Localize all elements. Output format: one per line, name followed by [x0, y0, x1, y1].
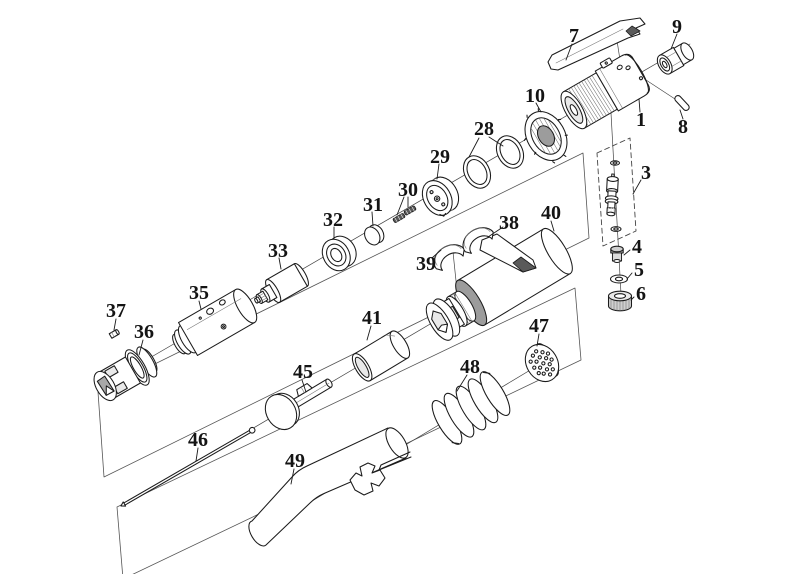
part-label-4: 4	[632, 236, 642, 258]
part-47-muffler-disc	[524, 343, 560, 383]
part-number-labels: 7 9 1 8 10 3 4 5 6 28 29 30 31 32 33 35 …	[106, 16, 688, 472]
part-label-9: 9	[672, 16, 682, 38]
leader-lines	[113, 33, 684, 485]
valve-stem	[604, 173, 619, 217]
part-label-31: 31	[363, 194, 383, 216]
part-label-29: 29	[430, 146, 450, 168]
part-31-washer	[364, 224, 385, 246]
part-1-main-housing	[560, 53, 650, 130]
part-label-30: 30	[398, 179, 418, 201]
part-9-inlet-bushing	[656, 42, 695, 75]
part-label-39: 39	[416, 253, 436, 275]
part-label-7: 7	[569, 25, 579, 47]
part-49-outer-sleeve	[248, 427, 412, 547]
part-29-end-plate	[421, 176, 460, 217]
part-label-49: 49	[285, 450, 305, 472]
valve-washer-top	[609, 160, 621, 166]
part-label-28: 28	[474, 118, 494, 140]
part-28-o-rings	[462, 135, 525, 189]
part-30-pins	[392, 205, 417, 223]
part-46-push-rod	[120, 426, 256, 507]
part-label-36: 36	[134, 321, 154, 343]
upper-group-plane	[97, 152, 590, 478]
part-label-3: 3	[641, 162, 651, 184]
part-8-pin	[674, 95, 690, 111]
part-label-33: 33	[268, 240, 288, 262]
part-label-8: 8	[678, 116, 688, 138]
part-label-46: 46	[188, 429, 208, 451]
part-label-1: 1	[636, 109, 646, 131]
part-4-valve-seat	[610, 245, 624, 264]
part-38-half-shell-tab	[462, 227, 537, 273]
part-hex-nut-assembly	[425, 290, 477, 341]
part-37-set-screw	[108, 329, 120, 339]
part-label-41: 41	[362, 307, 382, 329]
part-label-38: 38	[499, 212, 519, 234]
part-label-35: 35	[189, 282, 209, 304]
part-label-40: 40	[541, 202, 561, 224]
part-35-motor-body	[172, 288, 258, 356]
part-41-sleeve	[351, 330, 411, 382]
part-label-5: 5	[634, 259, 644, 281]
part-label-47: 47	[529, 315, 549, 337]
part-3-valve-kit	[604, 160, 622, 232]
part-label-6: 6	[636, 283, 646, 305]
part-6-cap-nut	[607, 290, 633, 312]
part-label-48: 48	[460, 356, 480, 378]
part-33-rotor	[254, 262, 309, 304]
assembly-group-planes	[97, 137, 637, 574]
lower-group-plane	[116, 287, 582, 574]
part-32-bearing	[321, 235, 357, 272]
valve-kit-dashed-box	[596, 137, 637, 247]
part-5-washer	[609, 274, 629, 284]
part-36-drive-socket	[93, 346, 158, 402]
part-label-45: 45	[293, 361, 313, 383]
part-48-spring	[431, 371, 511, 445]
part-label-32: 32	[323, 209, 343, 231]
part-label-37: 37	[106, 300, 126, 322]
part-label-10: 10	[525, 85, 545, 107]
part-10-ring-nut	[523, 108, 568, 164]
part-45-plunger	[264, 378, 333, 431]
valve-washer-bottom	[610, 226, 622, 232]
